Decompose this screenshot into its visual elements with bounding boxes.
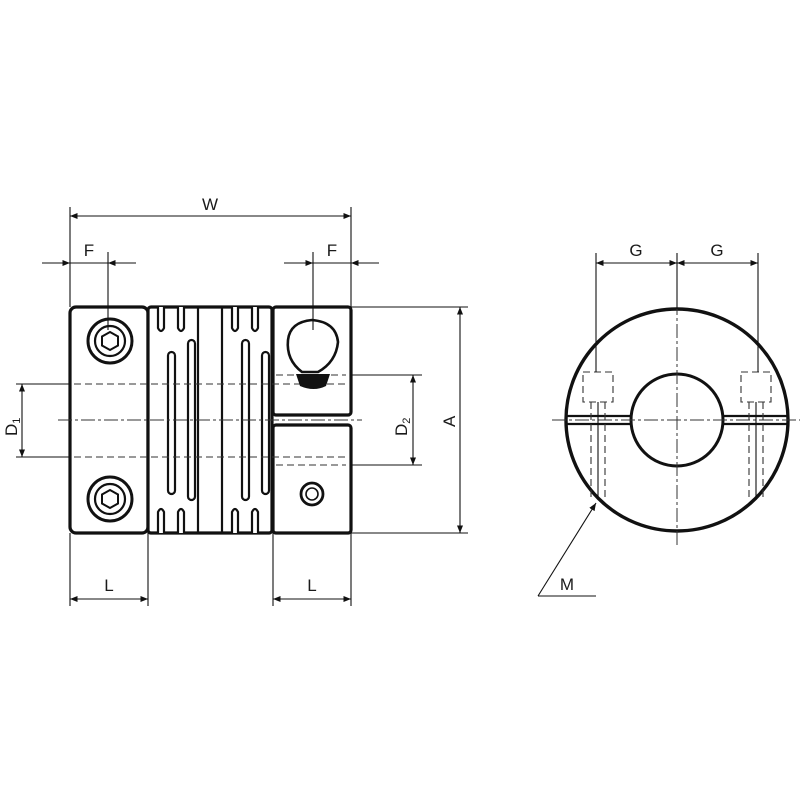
screw-head-bottom-icon (86, 475, 134, 523)
dim-L-right: L (307, 576, 316, 595)
end-view-dimensions: G G M (537, 241, 759, 597)
dim-G-right: G (710, 241, 723, 260)
hidden-screw-left (582, 371, 614, 500)
side-view (58, 305, 362, 535)
dim-F-right: F (327, 241, 337, 260)
dim-W: W (202, 195, 218, 214)
side-view-dimensions: W F F D1 D2 A L (2, 195, 468, 606)
dim-D1: D1 (2, 418, 23, 436)
clamp-screw-side-icon (286, 318, 340, 507)
dim-A: A (440, 415, 459, 427)
hidden-screw-right (740, 371, 772, 500)
dim-M: M (560, 575, 574, 594)
dim-G-left: G (629, 241, 642, 260)
dim-F-left: F (84, 241, 94, 260)
dim-D2: D2 (392, 418, 413, 436)
dim-L-left: L (104, 576, 113, 595)
screw-head-top-icon (86, 317, 134, 365)
flex-notches-top (156, 307, 260, 333)
flex-notches-bottom (156, 507, 260, 533)
end-view (552, 255, 800, 545)
right-hub-bottom (271, 423, 353, 535)
